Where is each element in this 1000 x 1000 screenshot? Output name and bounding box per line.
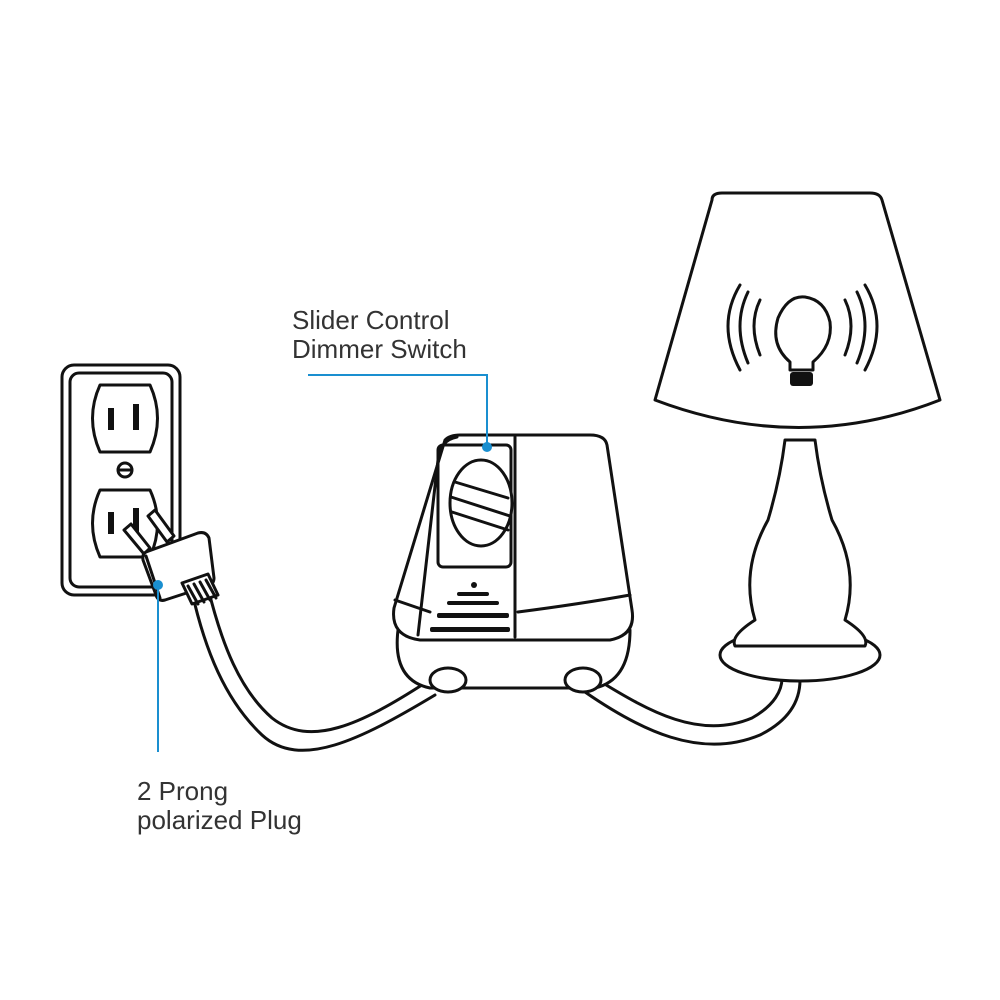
table-lamp	[653, 191, 942, 683]
upper-receptacle	[91, 383, 159, 454]
dimmer-switch	[392, 433, 635, 694]
dimmer-label-line2: Dimmer Switch	[292, 334, 467, 364]
plug-label-line2: polarized Plug	[137, 805, 302, 835]
dimmer-label-line1: Slider Control	[292, 305, 450, 335]
plug-callout	[153, 580, 163, 752]
plug-cord	[190, 586, 437, 752]
dimmer-label: Slider Control Dimmer Switch	[292, 306, 467, 364]
plug-label: 2 Prong polarized Plug	[137, 777, 302, 835]
wall-outlet	[60, 363, 182, 597]
plug-label-line1: 2 Prong	[137, 776, 229, 806]
dimmer-callout	[308, 374, 492, 452]
light-bulb-icon	[726, 283, 879, 386]
lamp-cord	[583, 676, 802, 746]
